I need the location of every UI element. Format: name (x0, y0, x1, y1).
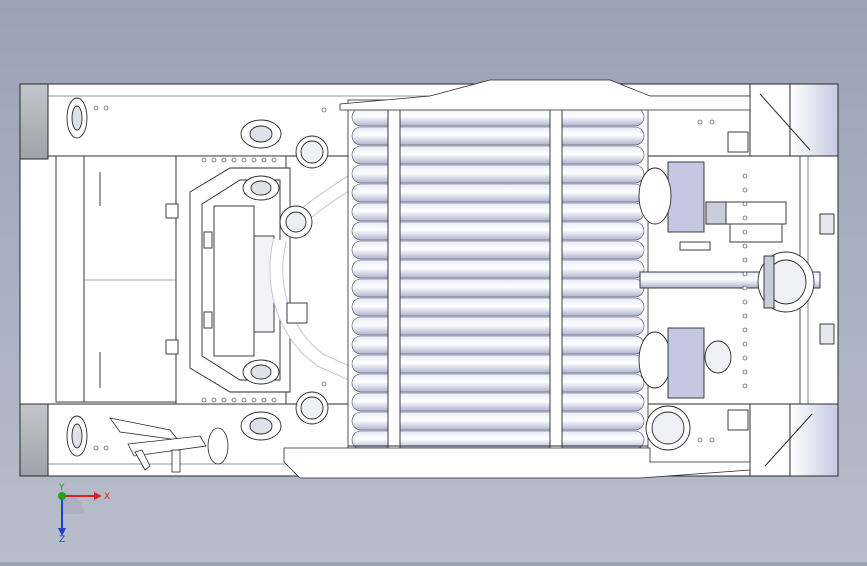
radiator-tube (351, 221, 645, 241)
y-axis-label: Y (58, 483, 65, 493)
rivet (742, 271, 748, 277)
rivet (241, 157, 247, 163)
radiator-tube (351, 392, 645, 412)
rivet (231, 157, 237, 163)
rivet (93, 445, 99, 451)
rivet (742, 215, 748, 221)
right-box-rear (749, 403, 791, 477)
rivet (201, 397, 207, 403)
rivet (697, 437, 703, 443)
y-axis-dot (58, 492, 66, 500)
rivet (271, 397, 277, 403)
rivet (742, 299, 748, 305)
rivet (742, 341, 748, 347)
rivet (742, 327, 748, 333)
rivet (221, 157, 227, 163)
side-rails (283, 79, 751, 479)
rivet (321, 107, 327, 113)
rivet (742, 369, 748, 375)
rivet (261, 397, 267, 403)
x-axis-label: X (104, 492, 110, 502)
rivet (321, 381, 327, 387)
hinge (165, 203, 179, 219)
rivet (211, 397, 217, 403)
view-orientation-triad[interactable]: X Y Z (46, 482, 116, 542)
rivet (742, 243, 748, 249)
rivet (271, 157, 277, 163)
radiator-tube (351, 164, 645, 184)
rivet (261, 157, 267, 163)
rivet (742, 285, 748, 291)
right-fender-front (789, 83, 839, 157)
rivet (211, 157, 217, 163)
hinge (165, 339, 179, 355)
rivet (103, 105, 109, 111)
rivet (103, 445, 109, 451)
rivet (93, 105, 99, 111)
rivet (742, 229, 748, 235)
rivet (709, 119, 715, 125)
tools (109, 417, 229, 473)
rivet (742, 187, 748, 193)
radiator-tube (351, 145, 645, 165)
radiator-tube (351, 126, 645, 146)
rivet (251, 397, 257, 403)
right-equipment (638, 131, 835, 451)
rivet (742, 383, 748, 389)
right-fender-rear (789, 403, 839, 477)
radiator-tube (351, 373, 645, 393)
radiator-tubes (351, 107, 645, 450)
rivet (251, 157, 257, 163)
rivet (697, 119, 703, 125)
radiator-tube (351, 240, 645, 260)
rivet (709, 437, 715, 443)
z-axis-label: Z (59, 535, 65, 542)
rivets (93, 105, 748, 451)
rivet (201, 157, 207, 163)
left-track-front (19, 83, 49, 160)
rivet (742, 313, 748, 319)
radiator-tube (351, 259, 645, 279)
radiator-tube (351, 316, 645, 336)
turret-ring-frame (189, 167, 291, 393)
rivet (231, 397, 237, 403)
rivet (742, 201, 748, 207)
radiator-tube (351, 297, 645, 317)
left-track-rear (19, 403, 49, 477)
hatches (66, 97, 329, 457)
right-box-front (749, 83, 791, 157)
rivet (742, 257, 748, 263)
rivet (742, 173, 748, 179)
rivet (221, 397, 227, 403)
rivet (742, 355, 748, 361)
radiator-tube (351, 411, 645, 431)
rivet (241, 397, 247, 403)
